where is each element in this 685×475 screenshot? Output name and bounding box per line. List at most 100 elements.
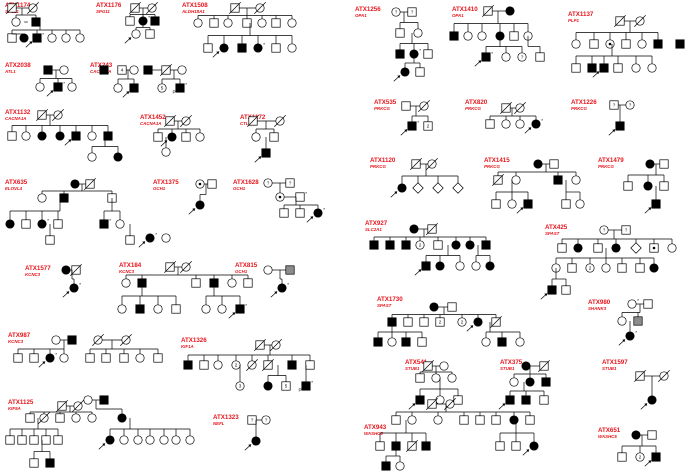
line-of-descent bbox=[514, 102, 526, 114]
female-circle bbox=[573, 243, 583, 253]
male-square bbox=[125, 16, 135, 26]
female-circle bbox=[115, 219, 125, 229]
female-circle bbox=[409, 224, 419, 234]
line-of-descent bbox=[422, 360, 434, 372]
female-circle bbox=[117, 304, 127, 314]
female-circle bbox=[529, 441, 539, 451]
male-square bbox=[419, 317, 429, 327]
female-circle bbox=[531, 119, 541, 129]
male-square bbox=[647, 430, 657, 440]
male-square bbox=[395, 28, 405, 38]
male-square bbox=[643, 299, 653, 309]
male-square bbox=[43, 65, 53, 75]
female-circle bbox=[447, 373, 457, 383]
line-of-descent bbox=[72, 400, 84, 412]
proband-arrow bbox=[248, 444, 252, 448]
family-gene: GCH1 bbox=[235, 269, 248, 275]
sampled-asterisk: * bbox=[185, 82, 187, 87]
male-square bbox=[285, 265, 295, 275]
line-of-descent bbox=[426, 158, 438, 170]
family-id: ATX1176 bbox=[96, 2, 122, 9]
line-of-descent bbox=[56, 400, 68, 412]
sampled-asterisk: * bbox=[323, 207, 325, 212]
family-gene: CACNA1A bbox=[5, 116, 27, 122]
proband-arrow bbox=[622, 339, 626, 343]
family-gene: SLC2A1 bbox=[365, 227, 382, 233]
female-circle bbox=[19, 33, 29, 43]
female-circle bbox=[507, 199, 517, 209]
family-label-ATX1256: ATX1256 OPA1 bbox=[355, 6, 381, 19]
female-circle bbox=[463, 31, 473, 41]
symbol-text: ? bbox=[289, 181, 292, 186]
proband-arrow bbox=[310, 216, 314, 220]
female-circle bbox=[261, 415, 271, 425]
line-of-descent bbox=[274, 115, 286, 127]
family-label-ATX1577: ATX1577 KCNC3 bbox=[25, 265, 51, 278]
family-gene: ALDH18A1 bbox=[182, 9, 205, 15]
female-circle bbox=[263, 381, 273, 391]
male-square bbox=[373, 337, 383, 347]
family-label-ATX1226: ATX1226 PRKCG bbox=[571, 99, 597, 112]
sampled-asterisk: * bbox=[417, 120, 419, 125]
male-square bbox=[191, 278, 201, 288]
line-of-descent bbox=[180, 261, 192, 273]
female-circle bbox=[533, 159, 543, 169]
carrier-dot bbox=[608, 42, 612, 46]
male-square bbox=[621, 39, 631, 49]
proband-arrow bbox=[596, 71, 600, 75]
family-label-ATX1326: ATX1326 KIF1A bbox=[181, 337, 207, 350]
family-id: ATX2038 bbox=[5, 62, 31, 69]
female-circle bbox=[55, 131, 65, 141]
female-circle bbox=[227, 278, 237, 288]
female-circle bbox=[465, 240, 475, 250]
proband-arrow bbox=[412, 403, 416, 407]
family-id: ATX980 bbox=[588, 299, 611, 306]
line-of-descent bbox=[129, 2, 141, 14]
male-square bbox=[32, 33, 42, 43]
male-square bbox=[651, 199, 661, 209]
female-circle bbox=[59, 353, 69, 363]
female-circle bbox=[45, 353, 55, 363]
female-circle bbox=[413, 28, 423, 38]
male-square bbox=[415, 373, 425, 383]
female-circle bbox=[263, 265, 273, 275]
family-label-ATX425: ATX425 SPAST bbox=[545, 224, 567, 237]
proband-arrow bbox=[66, 291, 70, 295]
male-square bbox=[401, 240, 411, 250]
male-square bbox=[45, 235, 55, 245]
symbol-text: 2 bbox=[639, 455, 642, 460]
family-gene: PRKCG bbox=[370, 164, 386, 170]
male-square bbox=[491, 199, 501, 209]
male-square bbox=[71, 131, 81, 141]
family-id: ATX1226 bbox=[571, 99, 597, 106]
symbol-text: 5 bbox=[161, 86, 164, 91]
symbol-text: 2 bbox=[419, 243, 422, 248]
family-label-ATX1137: ATX1137 PLP1 bbox=[568, 11, 593, 24]
family-id: ATX927 bbox=[365, 220, 388, 227]
male-square bbox=[53, 435, 63, 445]
line-of-descent bbox=[6, 2, 18, 14]
male-square bbox=[17, 435, 27, 445]
female-circle bbox=[571, 175, 581, 185]
proband-arrow bbox=[50, 90, 54, 94]
female-circle bbox=[195, 132, 205, 142]
female-circle bbox=[647, 395, 657, 405]
symbol-text: 2 bbox=[461, 320, 464, 325]
male-square bbox=[119, 353, 129, 363]
female-circle bbox=[235, 381, 245, 391]
line-of-descent bbox=[120, 334, 132, 346]
female-circle bbox=[395, 461, 405, 471]
male-square bbox=[449, 31, 459, 41]
male-square bbox=[395, 49, 405, 59]
sampled-asterisk: * bbox=[287, 282, 289, 287]
family-gene: PLP1 bbox=[568, 18, 579, 24]
family-label-ATX1479: ATX1479 PRKCG bbox=[598, 157, 624, 170]
male-square bbox=[403, 317, 413, 327]
male-square bbox=[433, 240, 443, 250]
female-circle bbox=[117, 413, 127, 423]
sampled-asterisk: * bbox=[305, 191, 307, 196]
male-square bbox=[549, 159, 559, 169]
line-of-descent bbox=[482, 5, 494, 17]
line-of-descent bbox=[500, 102, 512, 114]
